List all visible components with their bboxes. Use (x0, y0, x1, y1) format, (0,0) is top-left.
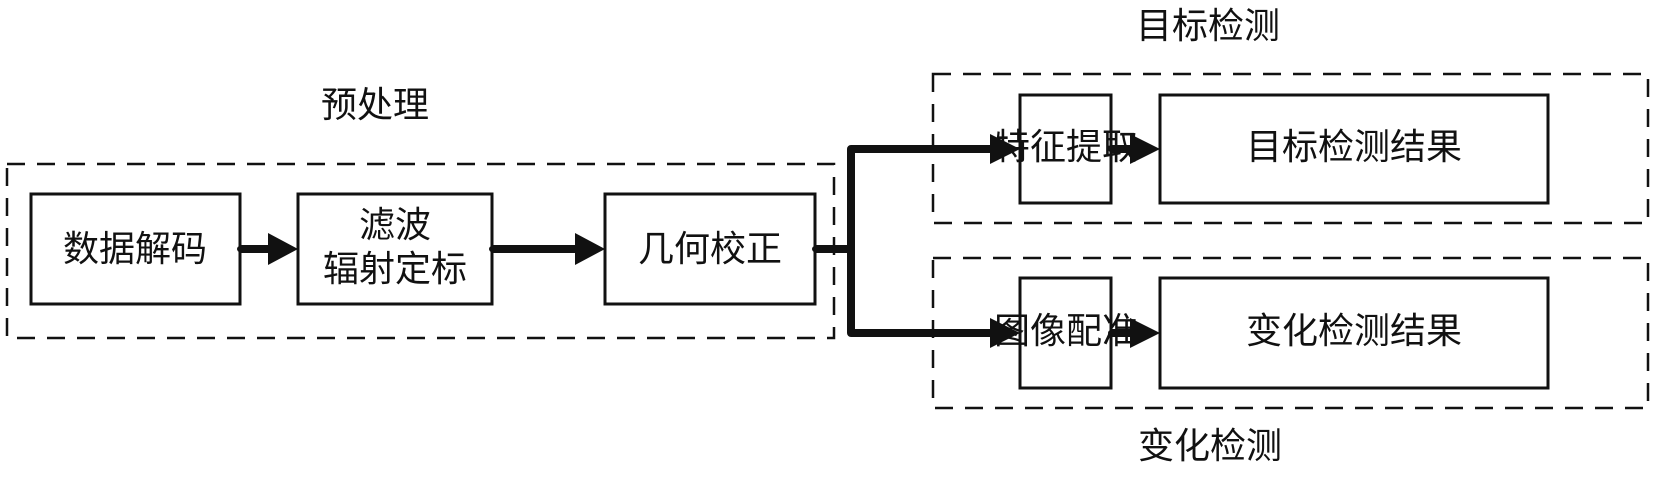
edge-filter-to-geometric (489, 233, 605, 265)
node-change-result-label: 变化检测结果 (1246, 311, 1462, 352)
group-title-change-detection: 变化检测 (1138, 426, 1282, 467)
edge-geometric-branch (812, 145, 992, 337)
edge-registration-to-result (1108, 318, 1160, 348)
edge-decoding-to-filter (237, 233, 298, 265)
node-data-decoding-label: 数据解码 (63, 229, 207, 270)
node-data-decoding (29, 192, 242, 306)
node-target-result-label: 目标检测结果 (1246, 127, 1462, 168)
group-title-target-detection: 目标检测 (1136, 6, 1280, 47)
edge-feature-to-result (1108, 134, 1160, 164)
node-filter-calibration (296, 192, 494, 306)
node-change-result (1158, 276, 1550, 390)
group-title-preprocessing: 预处理 (321, 85, 429, 126)
node-geometric-correction-label: 几何校正 (638, 229, 782, 270)
node-filter-calibration-line1: 滤波 (359, 205, 431, 246)
edge-to-feature-extraction (990, 134, 1020, 164)
node-target-result (1158, 93, 1550, 205)
edge-to-image-registration (990, 318, 1020, 348)
node-filter-calibration-line2: 辐射定标 (323, 249, 467, 290)
